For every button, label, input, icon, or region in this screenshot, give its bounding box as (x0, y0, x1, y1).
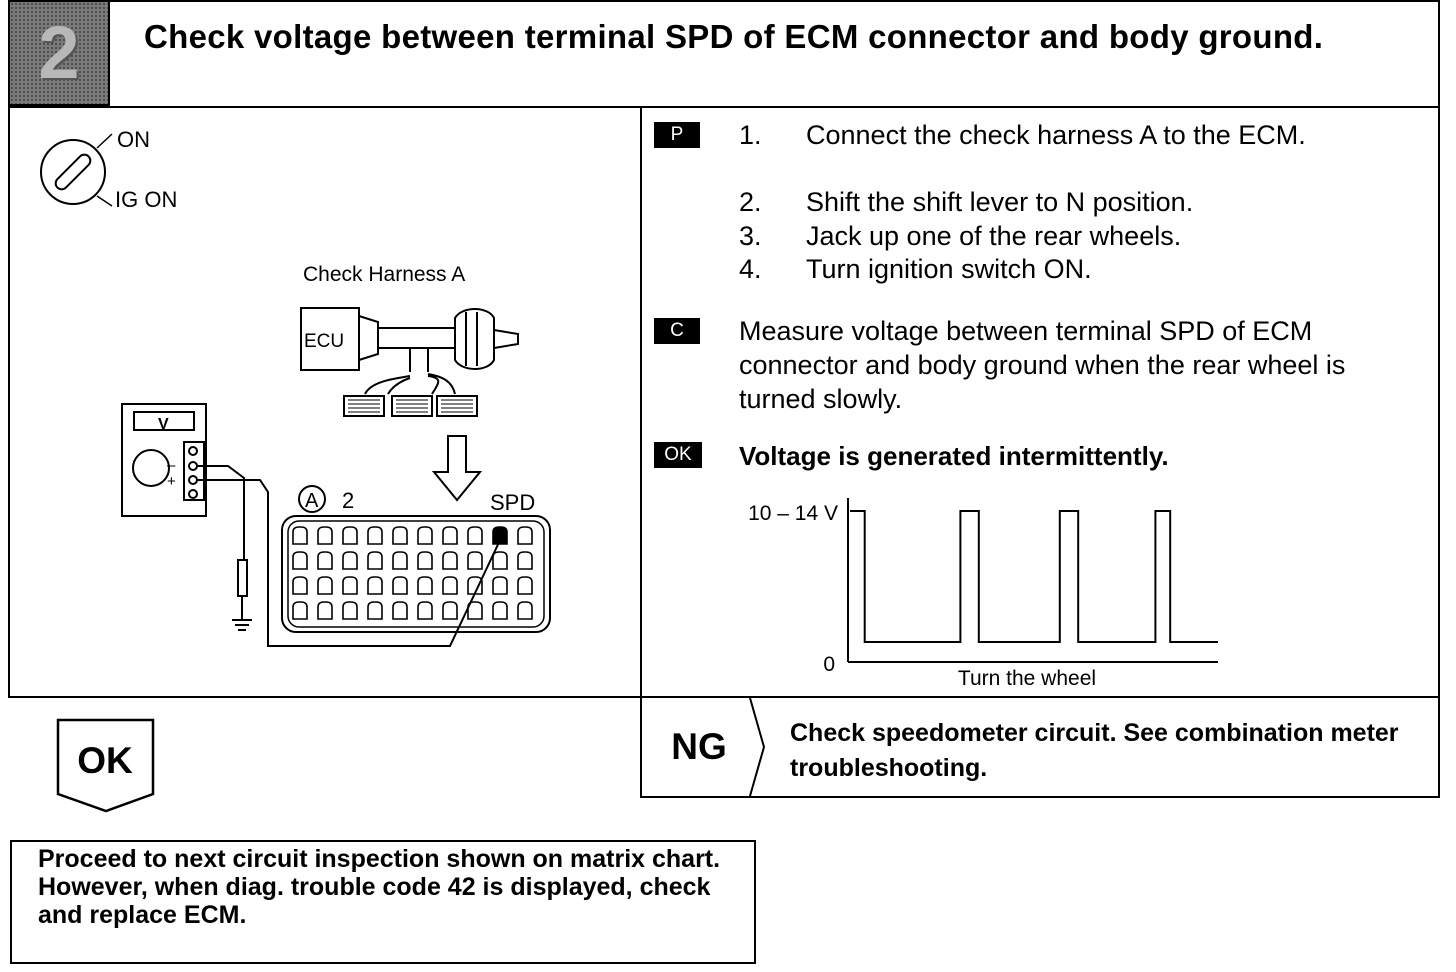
connector-pin (517, 551, 533, 570)
connector-pin (442, 551, 458, 570)
connector-pin (417, 551, 433, 570)
step-4-number: 4. (739, 254, 762, 284)
ng-action-text: Check speedometer circuit. See combinati… (790, 719, 1399, 782)
step-2-text: Shift the shift lever to N position. (806, 187, 1194, 217)
connector-number: 2 (342, 488, 354, 513)
voltmeter-icon (121, 403, 503, 647)
ecu-label: ECU (304, 331, 344, 352)
y-tick-low: 0 (823, 653, 835, 676)
connector-pin (442, 526, 458, 545)
harness-label: Check Harness A (303, 263, 465, 286)
connector-pin (467, 551, 483, 570)
connector-pin (467, 601, 483, 620)
connector-pin (517, 601, 533, 620)
connector-pin (342, 576, 358, 595)
ecm-connector (281, 515, 551, 633)
wiring-illustration: ON IG ON Check Harness A ECU (40, 127, 551, 647)
step-3-text: Jack up one of the rear wheels. (806, 221, 1182, 251)
next-action-text: Proceed to next circuit inspection shown… (38, 845, 721, 929)
connector-pin (517, 576, 533, 595)
step-4-text: Turn ignition switch ON. (806, 254, 1092, 284)
connector-pins (292, 526, 533, 620)
meter-minus-icon: – (167, 457, 176, 474)
connector-pin (517, 526, 533, 545)
step-title: Check voltage between terminal SPD of EC… (144, 18, 1324, 55)
connector-pin (492, 601, 508, 620)
connector-pin (467, 526, 483, 545)
connector-pin (317, 601, 333, 620)
step-number: 2 (38, 11, 80, 94)
connector-pin (392, 576, 408, 595)
ignition-ig-on-label: IG ON (115, 187, 177, 212)
connector-pin (367, 601, 383, 620)
ok-tag: OK (654, 442, 702, 468)
connector-pin (417, 576, 433, 595)
waveform-chart: 0 10 – 14 V Turn the wheel (748, 498, 1218, 690)
connector-pin (417, 601, 433, 620)
connector-pin (417, 526, 433, 545)
step-1-text: Connect the check harness A to the ECM. (806, 120, 1306, 150)
connector-pin (292, 601, 308, 620)
check-harness-icon (300, 307, 519, 417)
step-badge: 2 (8, 0, 110, 106)
step-1-number: 1. (739, 120, 762, 150)
meter-plus-icon: + (167, 473, 176, 490)
prep-tag: P (654, 122, 700, 148)
connector-pin (492, 576, 508, 595)
y-tick-high: 10 – 14 V (748, 502, 838, 525)
connector-pin (367, 551, 383, 570)
connector-pin (342, 526, 358, 545)
connector-pin (392, 601, 408, 620)
step-3-number: 3. (739, 221, 762, 251)
connector-pin (317, 576, 333, 595)
connector-letter: A (305, 490, 319, 512)
ng-chevron-icon (749, 698, 766, 796)
check-tag: C (654, 318, 700, 344)
connector-pin-spd (492, 526, 508, 545)
connector-pin (292, 551, 308, 570)
ignition-on-label: ON (117, 127, 150, 152)
connector-pin (392, 551, 408, 570)
terminal-spd-label: SPD (490, 490, 535, 515)
connector-pin (442, 576, 458, 595)
connector-pin (367, 526, 383, 545)
connector-pin (492, 551, 508, 570)
step-2-number: 2. (739, 187, 762, 217)
x-axis-label: Turn the wheel (958, 667, 1096, 690)
connector-pin (392, 526, 408, 545)
next-action-box (10, 840, 756, 964)
ng-result-frame (640, 696, 1440, 798)
connector-pin (292, 576, 308, 595)
ok-criteria: Voltage is generated intermittently. (739, 441, 1169, 471)
down-arrow-icon (431, 435, 483, 502)
connector-pin (467, 576, 483, 595)
connector-pin (442, 601, 458, 620)
ignition-key-icon (40, 133, 113, 207)
ok-result-pentagon (56, 718, 155, 813)
measure-instruction: Measure voltage between terminal SPD of … (739, 316, 1346, 414)
connector-a-circle (298, 485, 326, 513)
connector-pin (342, 551, 358, 570)
connector-pin (317, 551, 333, 570)
meter-v-label: V (158, 416, 169, 433)
connector-pin (342, 601, 358, 620)
connector-pin (292, 526, 308, 545)
ng-result-label: NG (671, 726, 727, 767)
connector-pin (317, 526, 333, 545)
connector-pin (367, 576, 383, 595)
voltage-waveform (850, 510, 1218, 643)
ok-result-label: OK (77, 740, 133, 781)
